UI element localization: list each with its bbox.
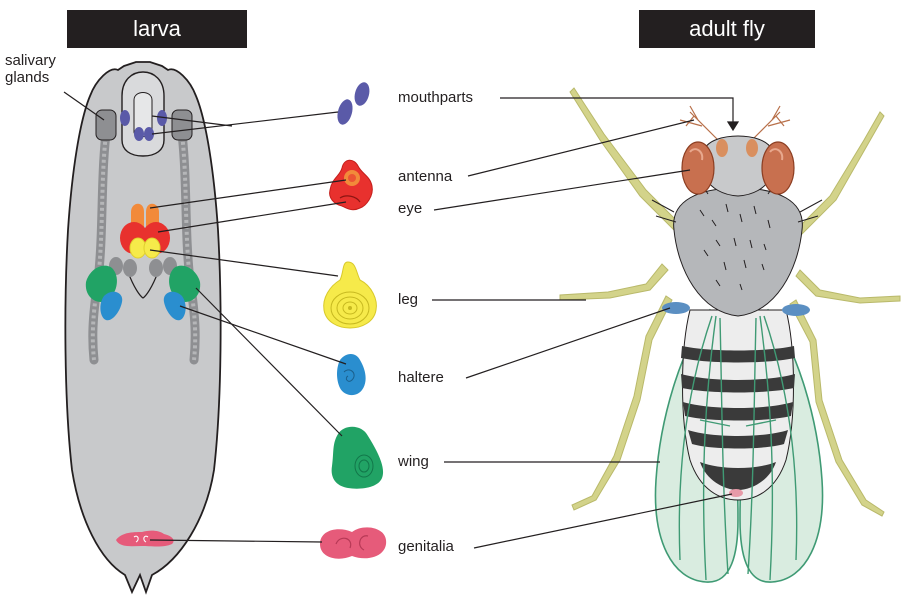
- fly-thorax: [674, 188, 803, 316]
- fly-haltere-left: [662, 302, 690, 314]
- haltere-label: haltere: [398, 369, 444, 386]
- fly-genitalia: [729, 489, 743, 497]
- disc-icons-column: [320, 81, 386, 559]
- mouthparts-label: mouthparts: [398, 89, 473, 106]
- larva-leg-disc: [144, 238, 160, 258]
- wing-disc-icon: [332, 427, 383, 489]
- salivary-gland-head-right: [172, 110, 192, 140]
- fly-antenna-base-right: [746, 139, 758, 157]
- larva-mouthpart-disc: [134, 127, 144, 141]
- salivary-gland-head-left: [96, 110, 116, 140]
- fly-antenna-base-left: [716, 139, 728, 157]
- adult-fly-illustration: [560, 88, 900, 582]
- larva-gray-disc: [123, 259, 137, 277]
- mouthparts-disc-icon: [352, 81, 372, 108]
- mouthparts-adult-leader: [500, 98, 733, 128]
- wing-label: wing: [398, 453, 429, 470]
- salivary-glands-label: salivary glands: [5, 52, 56, 86]
- haltere-disc-icon: [337, 354, 366, 395]
- leg-disc-icon: [324, 262, 377, 328]
- larva-gray-disc: [149, 259, 163, 277]
- eye-label: eye: [398, 200, 422, 217]
- larva-illustration: [65, 62, 220, 592]
- larva-mouthpart-disc: [120, 110, 130, 126]
- eye-antenna-disc-icon: [330, 160, 373, 209]
- antenna-label: antenna: [398, 168, 452, 185]
- genital-disc-icon: [320, 527, 386, 558]
- antenna-adult-leader: [468, 120, 694, 176]
- mouthparts-arrowhead: [728, 122, 738, 130]
- genitalia-label: genitalia: [398, 538, 454, 555]
- fly-haltere-right: [782, 304, 810, 316]
- leg-label: leg: [398, 291, 418, 308]
